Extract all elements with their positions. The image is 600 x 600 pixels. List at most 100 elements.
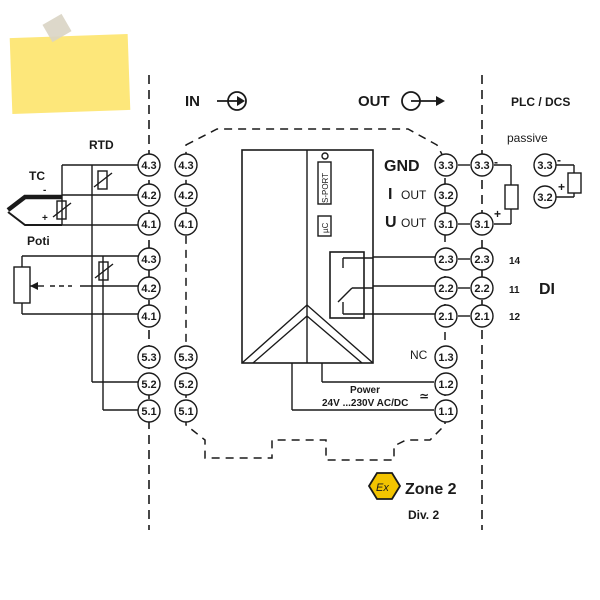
terminal-label: 4.1 bbox=[141, 311, 156, 323]
terminal-circle bbox=[434, 183, 458, 207]
terminal-4-1: 4.1 bbox=[174, 212, 198, 236]
zone-div: Div. 2 bbox=[408, 508, 439, 522]
terminal-label: 3.3 bbox=[438, 160, 453, 172]
out-minus-sign: - bbox=[494, 155, 498, 169]
terminal-circle bbox=[434, 247, 458, 271]
terminal-4-2: 4.2 bbox=[174, 183, 198, 207]
terminal-circle bbox=[137, 153, 161, 177]
terminal-1-2: 1.2 bbox=[434, 372, 458, 396]
passive-label: passive bbox=[507, 131, 548, 145]
power-label: Power bbox=[350, 385, 380, 396]
terminal-circle bbox=[434, 372, 458, 396]
sport-label: S-PORT bbox=[321, 173, 330, 203]
terminal-3-1: 3.1 bbox=[470, 212, 494, 236]
terminal-label: 5.1 bbox=[141, 406, 156, 418]
di-label-12: 12 bbox=[509, 312, 521, 323]
terminal-label: 5.3 bbox=[178, 352, 193, 364]
terminal-label: 2.3 bbox=[438, 254, 453, 266]
terminal-label: 1.1 bbox=[438, 406, 453, 418]
terminal-3-3: 3.3 bbox=[470, 153, 494, 177]
terminal-circle bbox=[137, 399, 161, 423]
out-header: OUT bbox=[358, 93, 390, 110]
out-plus-sign: + bbox=[494, 207, 501, 221]
terminal-circle bbox=[137, 372, 161, 396]
sticky-note-icon bbox=[9, 13, 131, 115]
terminal-label: 3.1 bbox=[474, 219, 489, 231]
output-terminals-inner: 3.33.23.12.32.22.11.31.21.1 bbox=[434, 153, 458, 423]
terminal-3-1: 3.1 bbox=[434, 212, 458, 236]
terminal-circle bbox=[137, 345, 161, 369]
terminal-4-3: 4.3 bbox=[137, 153, 161, 177]
terminal-2-3: 2.3 bbox=[434, 247, 458, 271]
terminal-circle bbox=[137, 212, 161, 236]
terminal-3-3: 3.3 bbox=[434, 153, 458, 177]
terminal-label: 3.2 bbox=[537, 192, 552, 204]
terminal-circle bbox=[533, 153, 557, 177]
in-header: IN bbox=[185, 93, 200, 110]
terminal-circle bbox=[174, 345, 198, 369]
terminal-circle bbox=[137, 276, 161, 300]
terminal-label: 5.2 bbox=[178, 379, 193, 391]
plc-minus-sign: - bbox=[557, 153, 561, 167]
terminal-label: 4.3 bbox=[178, 160, 193, 172]
terminal-circle bbox=[434, 153, 458, 177]
terminal-4-3: 4.3 bbox=[174, 153, 198, 177]
terminal-5-2: 5.2 bbox=[137, 372, 161, 396]
terminal-1-1: 1.1 bbox=[434, 399, 458, 423]
output-wires bbox=[458, 164, 470, 317]
terminal-label: 4.2 bbox=[178, 190, 193, 202]
ex-badge-text: Ex bbox=[376, 482, 389, 494]
gnd-label: GND bbox=[384, 158, 420, 175]
terminal-label: 5.3 bbox=[141, 352, 156, 364]
ac-dc-symbol: ≃ bbox=[419, 389, 429, 403]
i-label: I bbox=[388, 186, 392, 203]
plc-terminals: 3.33.2 bbox=[533, 153, 557, 209]
input-terminals-outer: 4.3 4.2 4.1 4.3 4.2 4.1 5.3 5.2 5.1 bbox=[137, 153, 161, 423]
terminal-circle bbox=[470, 212, 494, 236]
u-out-label: OUT bbox=[401, 216, 427, 230]
terminal-3-2: 3.2 bbox=[533, 185, 557, 209]
terminal-label: 4.1 bbox=[141, 219, 156, 231]
tc-minus-sign: - bbox=[43, 185, 46, 196]
tc-plus-sign: + bbox=[42, 213, 48, 224]
terminal-4-2: 4.2 bbox=[137, 276, 161, 300]
terminal-5-1: 5.1 bbox=[137, 399, 161, 423]
rtd-label: RTD bbox=[89, 138, 114, 152]
terminal-5-1: 5.1 bbox=[174, 399, 198, 423]
terminal-4-3: 4.3 bbox=[137, 247, 161, 271]
tc-label: TC bbox=[29, 169, 45, 183]
terminal-circle bbox=[174, 399, 198, 423]
terminal-circle bbox=[434, 345, 458, 369]
poti-wiring bbox=[13, 255, 138, 411]
terminal-label: 4.2 bbox=[141, 190, 156, 202]
terminal-circle bbox=[174, 372, 198, 396]
terminal-circle bbox=[533, 185, 557, 209]
power-wiring bbox=[291, 363, 434, 411]
passive-load-wiring: - + - + bbox=[494, 153, 582, 225]
output-terminals-outer: 3.33.12.32.22.1 bbox=[470, 153, 494, 328]
terminal-5-3: 5.3 bbox=[137, 345, 161, 369]
terminal-2-1: 2.1 bbox=[470, 304, 494, 328]
terminal-1-3: 1.3 bbox=[434, 345, 458, 369]
terminal-3-2: 3.2 bbox=[434, 183, 458, 207]
terminal-label: 4.3 bbox=[141, 254, 156, 266]
plc-plus-sign: + bbox=[558, 180, 565, 194]
terminal-5-3: 5.3 bbox=[174, 345, 198, 369]
terminal-label: 2.1 bbox=[474, 311, 489, 323]
terminal-circle bbox=[137, 183, 161, 207]
terminal-circle bbox=[174, 212, 198, 236]
module-block: S-PORT µC bbox=[241, 149, 374, 364]
terminal-label: 5.1 bbox=[178, 406, 193, 418]
terminal-circle bbox=[470, 247, 494, 271]
terminal-label: 5.2 bbox=[141, 379, 156, 391]
terminal-circle bbox=[470, 304, 494, 328]
terminal-2-1: 2.1 bbox=[434, 304, 458, 328]
relay-wiring bbox=[373, 256, 446, 315]
nc-label: NC bbox=[410, 348, 428, 362]
terminal-circle bbox=[174, 153, 198, 177]
terminal-circle bbox=[434, 399, 458, 423]
terminal-circle bbox=[470, 276, 494, 300]
terminal-circle bbox=[434, 276, 458, 300]
terminal-circle bbox=[137, 304, 161, 328]
